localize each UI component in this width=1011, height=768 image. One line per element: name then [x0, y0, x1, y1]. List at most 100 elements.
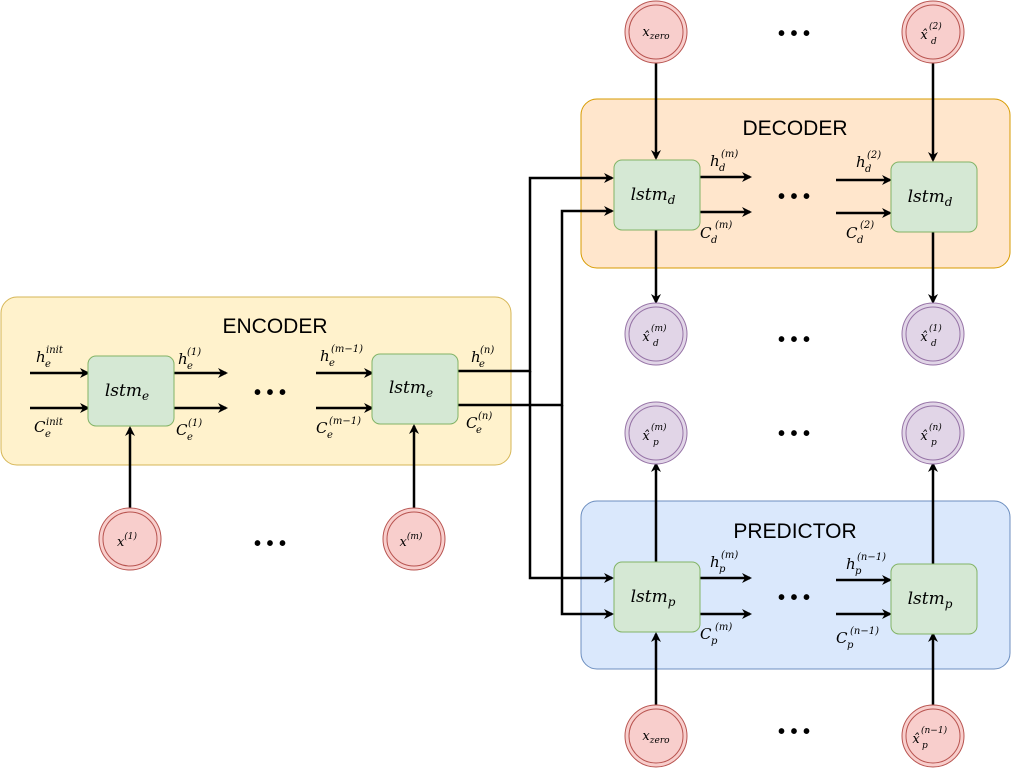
svg-text:e: e	[329, 358, 335, 369]
svg-text:C: C	[700, 224, 712, 242]
label-dec-h-2: h d (2)	[856, 150, 881, 175]
svg-text:(n−1): (n−1)	[921, 725, 948, 736]
svg-text:e: e	[187, 432, 193, 443]
svg-text:x(m): x(m)	[400, 531, 423, 550]
svg-text:h: h	[710, 152, 720, 170]
input-node-xm: x(m)	[382, 507, 446, 571]
svg-text:e: e	[45, 429, 51, 440]
svg-text:h: h	[178, 350, 188, 368]
svg-text:h: h	[856, 153, 866, 171]
label-pred-c-m: C p (m)	[700, 622, 732, 647]
svg-text:e: e	[327, 430, 333, 441]
svg-text:(1): (1)	[187, 347, 201, 358]
svg-text:h: h	[471, 348, 481, 366]
svg-text:(m): (m)	[721, 550, 738, 561]
svg-text:C: C	[836, 629, 848, 647]
enc-hn-route-decoder	[458, 173, 614, 373]
label-pred-h-m: h p (m)	[710, 550, 738, 575]
encoder-cell-m: lstme	[371, 353, 459, 425]
svg-text:init: init	[46, 417, 64, 428]
input-node-dec-xzero: xzero	[624, 0, 688, 64]
output-node-pred-xhatn: x̂ p (n)	[901, 401, 965, 465]
decoder-cell-m: lstmd	[613, 159, 701, 231]
svg-text:p: p	[855, 566, 862, 577]
label-enc-h-init: h e init	[36, 345, 64, 370]
svg-text:p: p	[719, 564, 726, 575]
svg-text:p: p	[711, 636, 718, 647]
svg-text:h: h	[710, 553, 720, 571]
svg-text:(n−1): (n−1)	[857, 552, 886, 563]
ellipsis-encoder-inputs: • • •	[254, 533, 286, 555]
svg-text:x(1): x(1)	[117, 531, 138, 550]
enc-cn-route-predictor	[560, 405, 614, 619]
label-dec-h-m: h d (m)	[710, 149, 738, 174]
label-dec-c-m: C d (m)	[700, 220, 732, 246]
svg-text:xzero: xzero	[642, 25, 670, 42]
label-pred-h-n1: h p (n−1)	[846, 552, 886, 577]
svg-text:lstmd: lstmd	[908, 187, 953, 209]
svg-text:C: C	[700, 625, 712, 643]
svg-text:e: e	[479, 359, 485, 370]
svg-text:lstmd: lstmd	[631, 185, 676, 207]
svg-text:(2): (2)	[929, 21, 942, 32]
svg-text:x̂: x̂	[912, 732, 920, 747]
encoder-title: ENCODER	[222, 315, 327, 338]
svg-text:x̂: x̂	[920, 330, 928, 345]
svg-text:C: C	[846, 224, 858, 242]
ellipsis-predictor-outputs: • • •	[778, 423, 810, 445]
input-node-dec-xhat2: x̂ d (2)	[901, 0, 965, 64]
label-dec-c-2: C d (2)	[846, 220, 874, 246]
svg-text:x̂: x̂	[642, 330, 650, 345]
svg-text:init: init	[46, 345, 64, 356]
svg-text:d: d	[857, 235, 863, 246]
decoder-title: DECODER	[742, 117, 847, 140]
label-enc-c-n: C e (n)	[466, 411, 492, 436]
svg-text:d: d	[719, 163, 725, 174]
svg-text:h: h	[846, 555, 856, 573]
svg-text:(n): (n)	[478, 411, 492, 422]
svg-text:(n): (n)	[480, 345, 494, 356]
svg-text:e: e	[187, 361, 193, 372]
svg-text:C: C	[466, 414, 478, 432]
ellipsis-predictor-inputs: • • •	[778, 721, 810, 743]
svg-text:lstme: lstme	[105, 381, 149, 403]
svg-text:d: d	[865, 164, 871, 175]
output-node-pred-xhatm: x̂ p (m)	[624, 401, 688, 465]
label-enc-c-init: C e init	[34, 417, 64, 440]
predictor-title: PREDICTOR	[733, 520, 856, 543]
svg-text:lstmp: lstmp	[908, 589, 953, 611]
svg-text:(m): (m)	[715, 220, 732, 231]
svg-text:(m−1): (m−1)	[329, 416, 361, 427]
ellipsis-decoder: • • •	[778, 186, 810, 208]
svg-text:x̂: x̂	[920, 429, 928, 444]
label-enc-h-m1: h e (m−1)	[320, 344, 363, 369]
svg-text:d: d	[931, 37, 937, 47]
svg-text:C: C	[176, 421, 188, 439]
svg-text:(m): (m)	[721, 149, 738, 160]
svg-text:e: e	[45, 359, 51, 370]
svg-text:(2): (2)	[867, 150, 881, 161]
svg-text:p: p	[847, 640, 854, 651]
label-enc-c-1: C e (1)	[176, 418, 202, 443]
label-enc-c-m1: C e (m−1)	[316, 416, 361, 441]
svg-text:C: C	[316, 419, 328, 437]
svg-text:x̂: x̂	[920, 28, 928, 43]
svg-text:x̂: x̂	[642, 429, 650, 444]
svg-text:(m): (m)	[651, 323, 667, 334]
enc-hn-route-predictor	[528, 371, 614, 583]
svg-text:p: p	[653, 438, 659, 448]
svg-text:(m−1): (m−1)	[331, 344, 363, 355]
svg-text:e: e	[476, 425, 482, 436]
svg-text:(m): (m)	[651, 422, 667, 433]
svg-text:h: h	[320, 347, 330, 365]
svg-text:d: d	[931, 339, 937, 349]
ellipsis-predictor: • • •	[778, 587, 810, 609]
label-enc-h-n: h e (n)	[471, 345, 494, 370]
svg-text:(m): (m)	[715, 622, 732, 633]
decoder-cell-1: lstmd	[890, 161, 978, 233]
predictor-cell-n: lstmp	[890, 563, 978, 635]
svg-text:xzero: xzero	[642, 729, 670, 746]
enc-cn-route-decoder	[458, 206, 614, 407]
